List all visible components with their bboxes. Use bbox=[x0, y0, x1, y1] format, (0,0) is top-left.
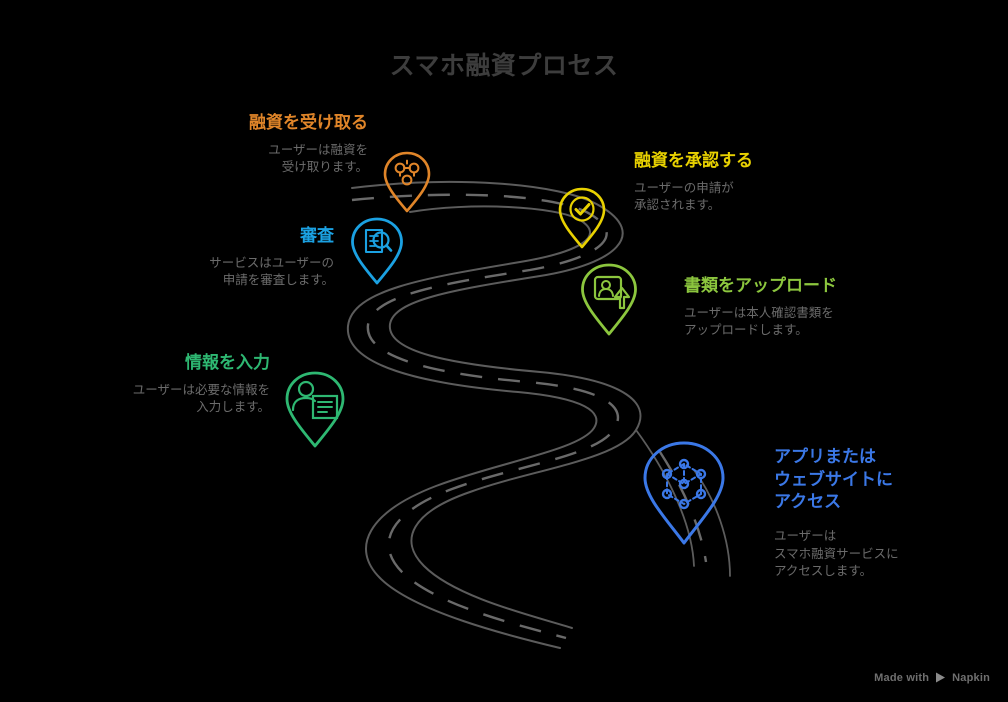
step-title-approve-loan: 融資を承認する bbox=[634, 151, 753, 170]
napkin-watermark: Made with Napkin bbox=[874, 671, 990, 684]
step-upload-documents: 書類をアップロード ユーザーは本人確認書類を アップロードします。 bbox=[684, 275, 944, 340]
step-title-receive-loan: 融資を受け取る bbox=[249, 113, 368, 132]
step-title-review: 審査 bbox=[300, 226, 334, 245]
watermark-prefix: Made with bbox=[874, 671, 930, 684]
network-hub-icon bbox=[643, 441, 725, 545]
pin-receive-loan[interactable] bbox=[381, 150, 433, 214]
napkin-logo-icon bbox=[936, 672, 946, 683]
page-title: スマホ融資プロセス bbox=[389, 52, 619, 80]
step-review: 審査 サービスはユーザーの 申請を審査します。 bbox=[112, 225, 334, 290]
step-description-access-service: ユーザーは スマホ融資サービスに アクセスします。 bbox=[774, 528, 899, 579]
step-description-approve-loan: ユーザーの申請が 承認されます。 bbox=[634, 180, 734, 213]
pin-access-service[interactable] bbox=[641, 440, 727, 548]
step-title-upload-documents: 書類をアップロード bbox=[684, 276, 837, 295]
step-receive-loan: 融資を受け取る ユーザーは融資を 受け取ります。 bbox=[128, 112, 368, 177]
pin-upload-documents[interactable] bbox=[578, 262, 640, 338]
pin-review[interactable] bbox=[348, 216, 406, 286]
step-description-upload-documents: ユーザーは本人確認書類を アップロードします。 bbox=[684, 305, 834, 338]
step-description-enter-information: ユーザーは必要な情報を 入力します。 bbox=[132, 382, 270, 415]
step-enter-information: 情報を入力 ユーザーは必要な情報を 入力します。 bbox=[58, 352, 270, 417]
money-coins-icon bbox=[383, 151, 431, 213]
step-access-service: アプリまたは ウェブサイトに アクセス ユーザーは スマホ融資サービスに アクセ… bbox=[774, 446, 994, 581]
check-circle-icon bbox=[558, 187, 606, 249]
pin-enter-information[interactable] bbox=[282, 370, 348, 450]
watermark-brand: Napkin bbox=[952, 671, 990, 684]
document-magnifier-icon bbox=[351, 217, 403, 285]
person-form-icon bbox=[285, 371, 345, 448]
step-title-access-service: アプリまたは ウェブサイトに アクセス bbox=[774, 447, 893, 512]
id-card-upload-icon bbox=[581, 263, 637, 336]
step-description-review: サービスはユーザーの 申請を審査します。 bbox=[209, 255, 334, 288]
step-title-enter-information: 情報を入力 bbox=[185, 353, 270, 372]
step-description-receive-loan: ユーザーは融資を 受け取ります。 bbox=[268, 142, 368, 175]
step-approve-loan: 融資を承認する ユーザーの申請が 承認されます。 bbox=[634, 150, 884, 215]
pin-approve-loan[interactable] bbox=[556, 186, 608, 250]
